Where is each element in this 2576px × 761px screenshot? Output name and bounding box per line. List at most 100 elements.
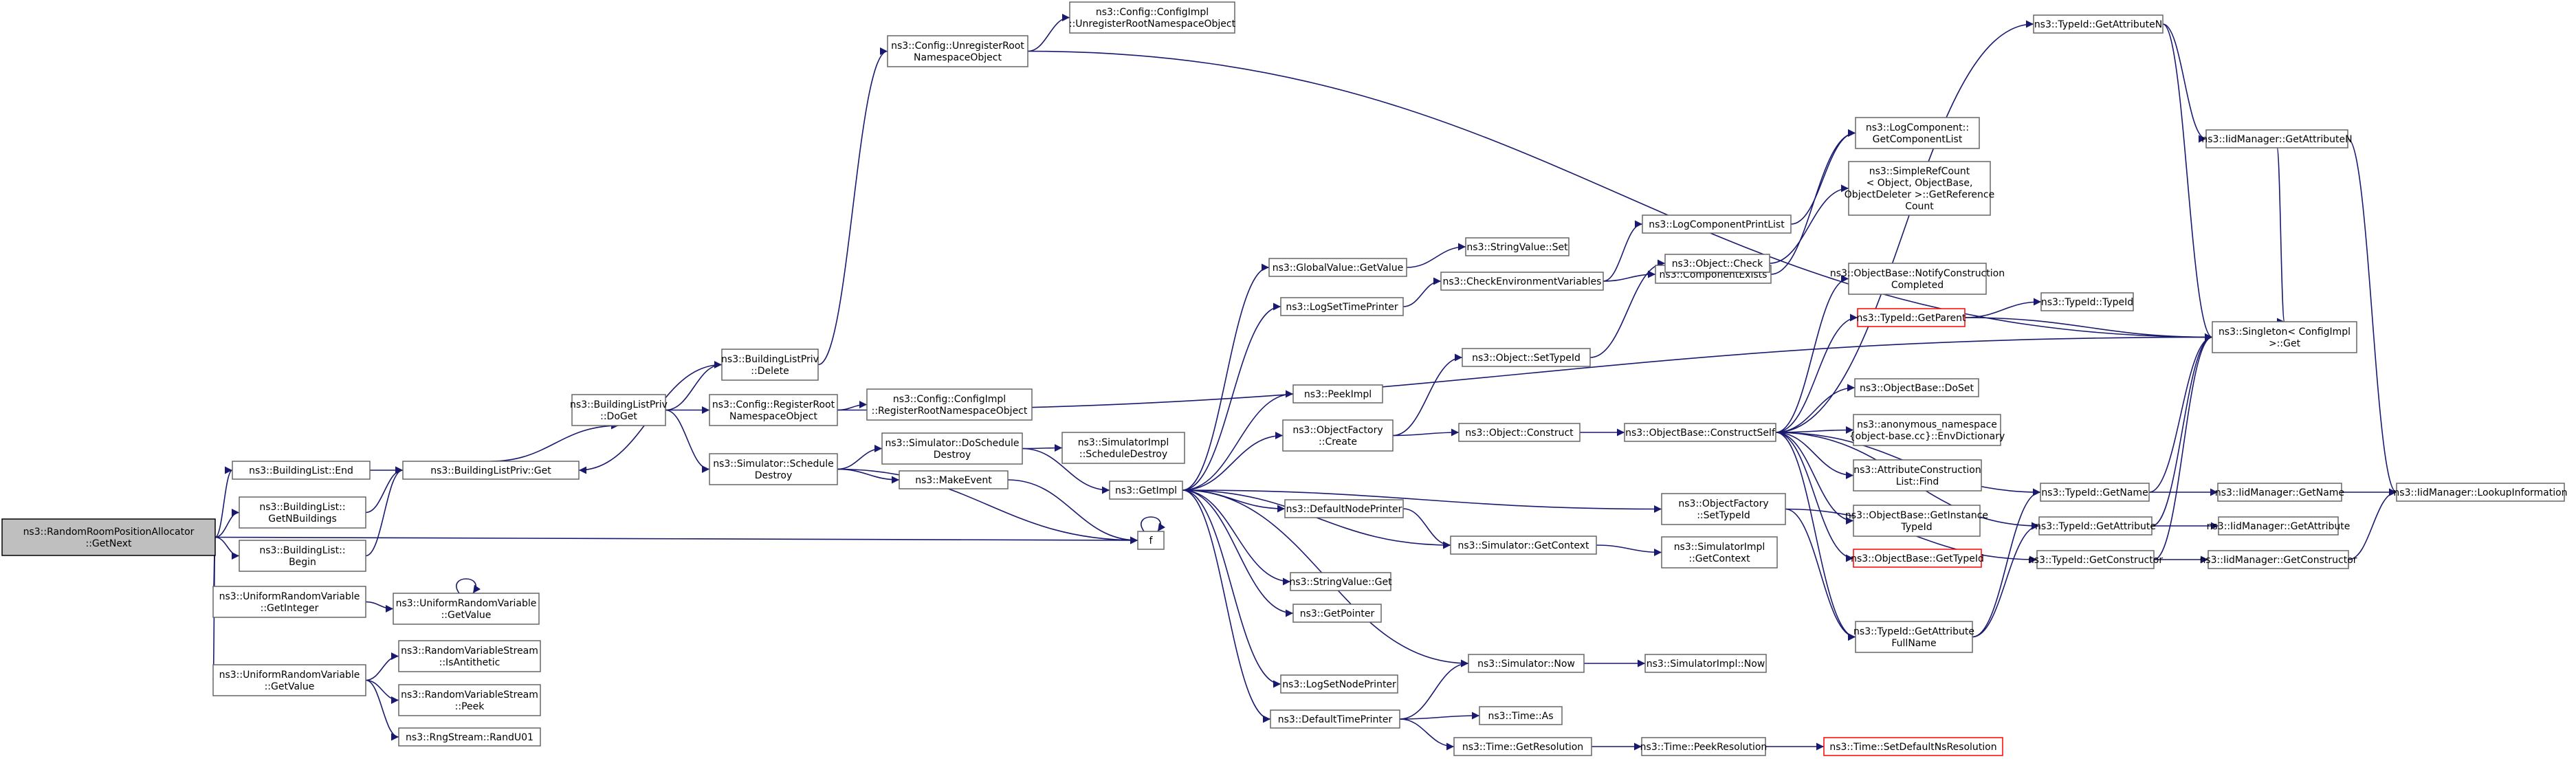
- node-label: ns3::anonymous_namespace: [1857, 419, 1997, 430]
- node-ns3-simulatorimpl-now[interactable]: ns3::SimulatorImpl::Now: [1644, 654, 1767, 673]
- node-ns3-config-configimpl-registerrootnamespaceobject[interactable]: ns3::Config::ConfigImpl::RegisterRootNam…: [866, 388, 1033, 421]
- node-ns3-typeid-getparent[interactable]: ns3::TypeId::GetParent: [1857, 308, 1966, 327]
- node-box: [1282, 419, 1394, 452]
- node-ns3-iidmanager-getconstructor[interactable]: ns3::IidManager::GetConstructor: [2199, 550, 2357, 569]
- node-box: [212, 586, 366, 618]
- node-ns3-singleton-configimpl-get[interactable]: ns3::Singleton< ConfigImpl >::Get: [2212, 321, 2357, 353]
- node-ns3-getimpl[interactable]: ns3::GetImpl: [1109, 481, 1183, 500]
- node-ns3-simulator-schedule-destroy[interactable]: ns3::Simulator::ScheduleDestroy: [709, 453, 838, 485]
- node-ns3-objectfactory-create[interactable]: ns3::ObjectFactory::Create: [1282, 419, 1394, 452]
- node-label: ns3::IidManager::GetAttributeN: [2201, 134, 2352, 145]
- node-box: [1268, 258, 1407, 277]
- node-box: [1479, 706, 1563, 725]
- node-label: ns3::BuildingListPriv: [721, 354, 819, 365]
- node-ns3-objectbase-gettypeid[interactable]: ns3::ObjectBase::GetTypeId: [1851, 549, 1984, 568]
- node-ns3-objectbase-doset[interactable]: ns3::ObjectBase::DoSet: [1854, 378, 1979, 397]
- node-ns3-typeid-getconstructor[interactable]: ns3::TypeId::GetConstructor: [2028, 550, 2163, 569]
- node-ns3-defaulttimeprinter[interactable]: ns3::DefaultTimePrinter: [1270, 709, 1400, 729]
- node-box: [1853, 414, 2001, 446]
- node-ns3-buildinglistpriv-get[interactable]: ns3::BuildingListPriv::Get: [402, 461, 580, 480]
- node-label: ::Peek: [455, 701, 485, 712]
- node-box: [2040, 292, 2134, 311]
- edge-n31-to-n32: [1392, 353, 1463, 437]
- node-ns3-iidmanager-getattribute[interactable]: ns3::IidManager::GetAttribute: [2207, 516, 2351, 536]
- node-ns3-randomroompositionallocator-getnext[interactable]: ns3::RandomRoomPositionAllocator::GetNex…: [1, 518, 216, 556]
- node-ns3-objectfactory-settypeid[interactable]: ns3::ObjectFactory::SetTypeId: [1661, 493, 1786, 525]
- node-ns3-time-as[interactable]: ns3::Time::As: [1479, 706, 1563, 725]
- node-ns3-logcomponent-getcomponentlist[interactable]: ns3::LogComponent::GetComponentList: [1855, 117, 1980, 149]
- edge-n16-to-n29: [1182, 302, 1281, 491]
- edge-n68-to-n62: [2153, 333, 2213, 560]
- node-ns3-logsetnodeprinter[interactable]: ns3::LogSetNodePrinter: [1280, 674, 1398, 694]
- node-ns3-typeid-getattribute[interactable]: ns3::TypeId::GetAttribute: [2035, 516, 2156, 536]
- node-ns3-objectbase-notifyconstruction-completed[interactable]: ns3::ObjectBase::NotifyConstructionCompl…: [1830, 263, 2005, 295]
- node-ns3-buildinglistpriv-doget[interactable]: ns3::BuildingListPriv::DoGet: [570, 394, 668, 426]
- node-ns3-objectbase-constructself[interactable]: ns3::ObjectBase::ConstructSelf: [1624, 423, 1776, 442]
- node-ns3-simulator-getcontext[interactable]: ns3::Simulator::GetContext: [1450, 536, 1597, 555]
- node-ns3-uniformrandomvariable-getvalue[interactable]: ns3::UniformRandomVariable::GetValue: [212, 664, 366, 696]
- node-ns3-config-configimpl-unregisterrootnamespaceobject[interactable]: ns3::Config::ConfigImpl::UnregisterRootN…: [1069, 1, 1236, 34]
- node-ns3-object-construct[interactable]: ns3::Object::Construct: [1458, 423, 1581, 442]
- node-ns3-randomvariablestream-isantithetic[interactable]: ns3::RandomVariableStream::IsAntithetic: [398, 640, 541, 672]
- node-ns3-uniformrandomvariable-getinteger[interactable]: ns3::UniformRandomVariable::GetInteger: [212, 586, 366, 618]
- node-ns3-object-check[interactable]: ns3::Object::Check: [1664, 254, 1770, 273]
- node-ns3-typeid-getname[interactable]: ns3::TypeId::GetName: [2040, 483, 2150, 502]
- node-ns3-time-getresolution[interactable]: ns3::Time::GetResolution: [1453, 737, 1592, 756]
- node-label: Destroy: [934, 450, 971, 461]
- node-ns3-checkenvironmentvariables[interactable]: ns3::CheckEnvironmentVariables: [1440, 272, 1604, 291]
- node-ns3-logcomponentprintlist[interactable]: ns3::LogComponentPrintList: [1642, 214, 1792, 234]
- node-box: [1624, 423, 1776, 442]
- node-ns3-stringvalue-set[interactable]: ns3::StringValue::Set: [1465, 237, 1570, 256]
- node-ns3-buildinglistpriv-delete[interactable]: ns3::BuildingListPriv::Delete: [721, 349, 819, 381]
- node-label: ns3::Singleton< ConfigImpl: [2219, 327, 2351, 338]
- node-ns3-peekimpl[interactable]: ns3::PeekImpl: [1292, 384, 1383, 404]
- node-ns3-rngstream-randu01[interactable]: ns3::RngStream::RandU01: [398, 727, 541, 747]
- node-ns3-stringvalue-get[interactable]: ns3::StringValue::Get: [1289, 572, 1392, 591]
- node-ns3-typeid-getattributen[interactable]: ns3::TypeId::GetAttributeN: [2033, 14, 2164, 34]
- node-f[interactable]: f: [1137, 531, 1165, 550]
- node-ns3-globalvalue-getvalue[interactable]: ns3::GlobalValue::GetValue: [1268, 258, 1407, 277]
- node-box: [709, 394, 838, 426]
- edge-n7-to-n8: [837, 400, 868, 411]
- node-box: [887, 35, 1028, 67]
- node-ns3-simplerefcount-object-objectbase-objectdeleter-getreference-count[interactable]: ns3::SimpleRefCount< Object, ObjectBase,…: [1845, 161, 1994, 216]
- node-ns3-anonymous-namespace-object-base-cc-envdictionary[interactable]: ns3::anonymous_namespace{object-base.cc}…: [1849, 414, 2005, 446]
- node-label: {object-base.cc}::EnvDictionary: [1849, 431, 2005, 442]
- node-ns3-time-peekresolution[interactable]: ns3::Time::PeekResolution: [1640, 737, 1768, 756]
- node-ns3-typeid-typeid[interactable]: ns3::TypeId::TypeId: [2040, 292, 2134, 311]
- node-ns3-simulatorimpl-getcontext[interactable]: ns3::SimulatorImpl::GetContext: [1661, 536, 1778, 569]
- node-ns3-time-setdefaultnsresolution[interactable]: ns3::Time::SetDefaultNsResolution: [1823, 737, 2003, 756]
- node-ns3-logsettimeprinter[interactable]: ns3::LogSetTimePrinter: [1280, 297, 1404, 316]
- node-ns3-makeevent[interactable]: ns3::MakeEvent: [899, 470, 1009, 489]
- edge-n25-to-n28: [1603, 270, 1656, 282]
- node-ns3-buildinglist-end[interactable]: ns3::BuildingList::End: [232, 461, 371, 480]
- node-ns3-config-unregisterroot-namespaceobject[interactable]: ns3::Config::UnregisterRootNamespaceObje…: [887, 35, 1028, 67]
- edge-n38-to-n62: [1964, 317, 2213, 342]
- edge-n66-to-n62: [2151, 333, 2213, 527]
- node-ns3-simulator-now[interactable]: ns3::Simulator::Now: [1468, 654, 1585, 673]
- node-box: [1641, 737, 1766, 756]
- node-ns3-randomvariablestream-peek[interactable]: ns3::RandomVariableStream::Peek: [398, 684, 541, 716]
- node-ns3-uniformrandomvariable-getvalue[interactable]: ns3::UniformRandomVariable::GetValue: [393, 593, 540, 625]
- node-ns3-iidmanager-getname[interactable]: ns3::IidManager::GetName: [2215, 483, 2344, 502]
- node-ns3-getpointer[interactable]: ns3::GetPointer: [1292, 604, 1382, 623]
- node-ns3-iidmanager-getattributen[interactable]: ns3::IidManager::GetAttributeN: [2201, 129, 2353, 148]
- node-ns3-config-registerroot-namespaceobject[interactable]: ns3::Config::RegisterRootNamespaceObject: [709, 394, 838, 426]
- node-ns3-defaultnodeprinter[interactable]: ns3::DefaultNodePrinter: [1284, 499, 1404, 518]
- node-box: [1853, 505, 1981, 537]
- node-ns3-buildinglist-getnbuildings[interactable]: ns3::BuildingList::GetNBuildings: [239, 496, 366, 529]
- node-ns3-iidmanager-lookupinformation[interactable]: ns3::IidManager::LookupInformation: [2393, 483, 2568, 502]
- node-ns3-simulatorimpl-scheduledestroy[interactable]: ns3::SimulatorImpl::ScheduleDestroy: [1061, 432, 1185, 464]
- node-ns3-object-settypeid[interactable]: ns3::Object::SetTypeId: [1462, 348, 1591, 367]
- node-box: [1284, 499, 1404, 518]
- node-label: ns3::BuildingListPriv: [570, 399, 668, 410]
- node-ns3-buildinglist-begin[interactable]: ns3::BuildingList::Begin: [239, 540, 366, 572]
- node-box: [1462, 348, 1591, 367]
- edge-n5-to-n11: [665, 409, 710, 474]
- node-box: [1848, 263, 1987, 295]
